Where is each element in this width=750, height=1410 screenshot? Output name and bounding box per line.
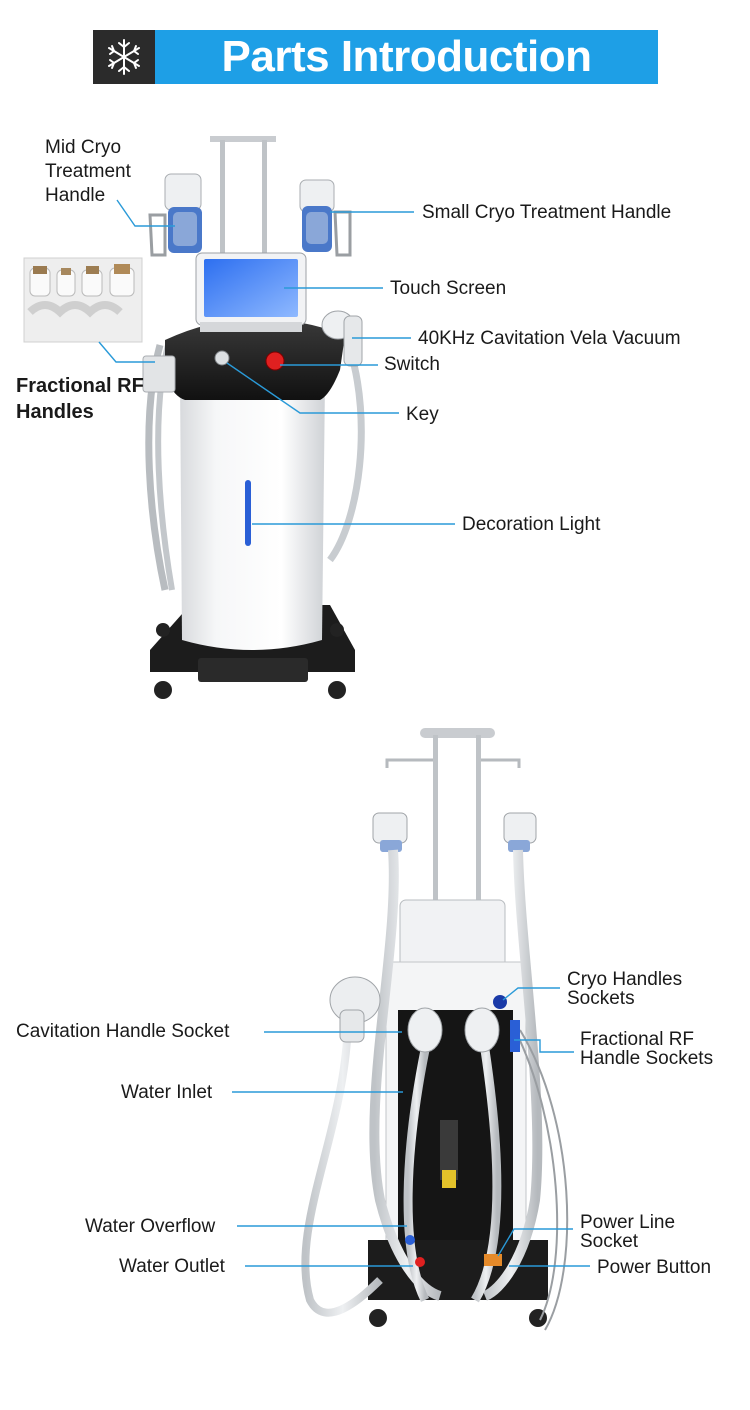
label-cryo-sockets-line2: Sockets	[567, 988, 635, 1009]
label-small-cryo: Small Cryo Treatment Handle	[422, 202, 672, 223]
label-power-line-line2: Socket	[580, 1231, 639, 1252]
label-fractional-rf-line2: Handles	[16, 401, 94, 423]
label-mid-cryo-line1: Mid Cryo	[45, 137, 122, 158]
label-rf-sockets-line1: Fractional RF	[580, 1029, 695, 1050]
page-title: Parts Introduction	[221, 32, 592, 81]
front-machine	[142, 136, 365, 699]
label-key: Key	[406, 404, 439, 425]
label-power-button: Power Button	[597, 1257, 712, 1278]
label-decoration-light: Decoration Light	[462, 514, 601, 535]
label-fractional-rf-line1: Fractional RF	[16, 375, 144, 397]
label-water-inlet: Water Inlet	[121, 1082, 213, 1103]
label-cryo-sockets-line1: Cryo Handles	[567, 969, 683, 990]
label-rf-sockets-line2: Handle Sockets	[580, 1048, 714, 1069]
label-mid-cryo-line2: Treatment	[45, 161, 131, 182]
label-switch: Switch	[384, 354, 440, 375]
label-water-overflow: Water Overflow	[85, 1216, 216, 1237]
rf-handles-inset	[23, 257, 143, 343]
header-banner	[93, 30, 658, 84]
label-water-outlet: Water Outlet	[119, 1256, 225, 1277]
label-touch-screen: Touch Screen	[390, 278, 507, 299]
back-leader-lines	[232, 987, 590, 1267]
label-cavitation: 40KHz Cavitation Vela Vacuum	[418, 328, 681, 349]
front-leader-lines	[98, 199, 455, 525]
back-machine	[301, 728, 569, 1331]
label-mid-cryo-line3: Handle	[45, 185, 106, 206]
label-cavitation-socket: Cavitation Handle Socket	[16, 1021, 230, 1042]
label-power-line-line1: Power Line	[580, 1212, 676, 1233]
snowflake-icon	[93, 30, 155, 84]
